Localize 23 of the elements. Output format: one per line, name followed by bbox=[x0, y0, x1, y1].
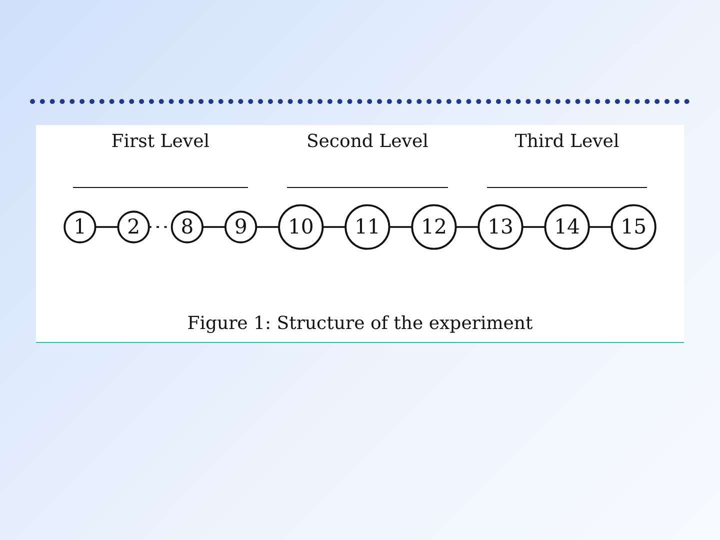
node-circle bbox=[544, 204, 590, 250]
figure-panel: First Level Second Level Third Level 1 2 8 9 10 11 12 13 14 15 Figure 1: Structure of the experiment bbox=[36, 125, 684, 343]
connector bbox=[456, 226, 479, 228]
node-circle bbox=[64, 210, 96, 244]
node-circle bbox=[411, 204, 457, 250]
node-circle bbox=[170, 210, 204, 244]
connector bbox=[256, 226, 280, 228]
node-circle bbox=[344, 204, 390, 250]
node-circle bbox=[117, 210, 150, 244]
connector bbox=[322, 226, 346, 228]
node-circle bbox=[224, 210, 258, 244]
node-circle bbox=[278, 204, 324, 250]
level-heading: Second Level bbox=[305, 131, 430, 152]
connector bbox=[202, 226, 226, 228]
level-heading: Third Level bbox=[514, 131, 620, 152]
node-circle bbox=[610, 204, 656, 250]
level-heading: First Level bbox=[110, 131, 210, 152]
connector bbox=[588, 226, 612, 228]
figure-caption: Figure 1: Structure of the experiment bbox=[186, 313, 534, 334]
connector bbox=[389, 226, 412, 228]
connector bbox=[95, 226, 118, 228]
node-circle bbox=[478, 204, 524, 250]
connector bbox=[522, 226, 546, 228]
